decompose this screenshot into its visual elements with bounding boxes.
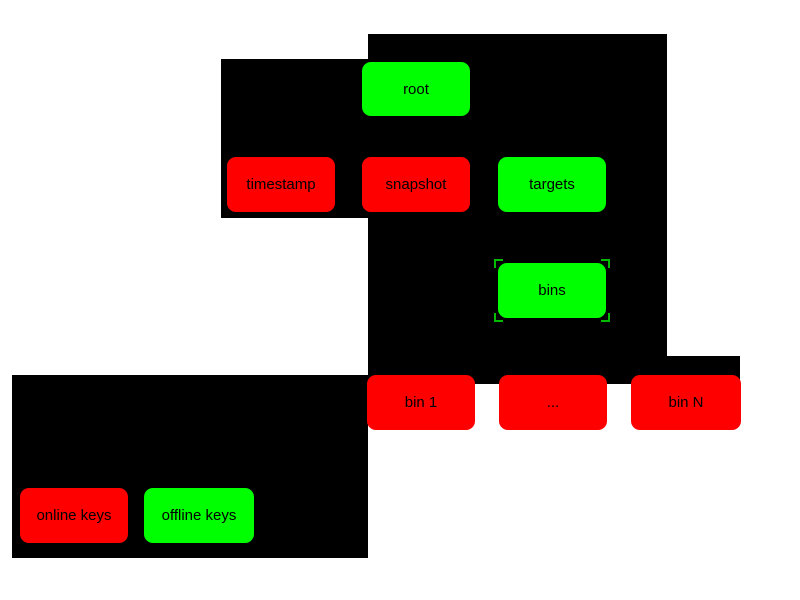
node-label-timestamp: timestamp bbox=[246, 176, 316, 193]
node-label-snapshot: snapshot bbox=[385, 176, 447, 193]
node-bin-n[interactable]: bin N bbox=[631, 375, 741, 430]
node-label-bin-ellipsis: ... bbox=[546, 394, 560, 411]
node-bin-1[interactable]: bin 1 bbox=[367, 375, 475, 430]
node-label-bin-n: bin N bbox=[668, 394, 704, 411]
node-bin-ellipsis[interactable]: ... bbox=[499, 375, 607, 430]
node-targets[interactable]: targets bbox=[498, 157, 606, 212]
node-label-offline-keys: offline keys bbox=[161, 507, 237, 524]
node-timestamp[interactable]: timestamp bbox=[227, 157, 335, 212]
node-label-bins: bins bbox=[538, 282, 566, 299]
node-snapshot[interactable]: snapshot bbox=[362, 157, 470, 212]
node-label-bin-1: bin 1 bbox=[404, 394, 438, 411]
node-online-keys[interactable]: online keys bbox=[20, 488, 128, 543]
selection-handle-br-icon[interactable] bbox=[601, 313, 610, 322]
node-bins[interactable]: bins bbox=[494, 259, 610, 322]
node-offline-keys[interactable]: offline keys bbox=[144, 488, 254, 543]
node-root[interactable]: root bbox=[362, 62, 470, 116]
selection-handle-bl-icon[interactable] bbox=[494, 313, 503, 322]
node-label-online-keys: online keys bbox=[36, 507, 112, 524]
selection-handle-tr-icon[interactable] bbox=[601, 259, 610, 268]
node-label-root: root bbox=[403, 80, 429, 98]
selection-handle-tl-icon[interactable] bbox=[494, 259, 503, 268]
node-label-targets: targets bbox=[529, 176, 575, 193]
